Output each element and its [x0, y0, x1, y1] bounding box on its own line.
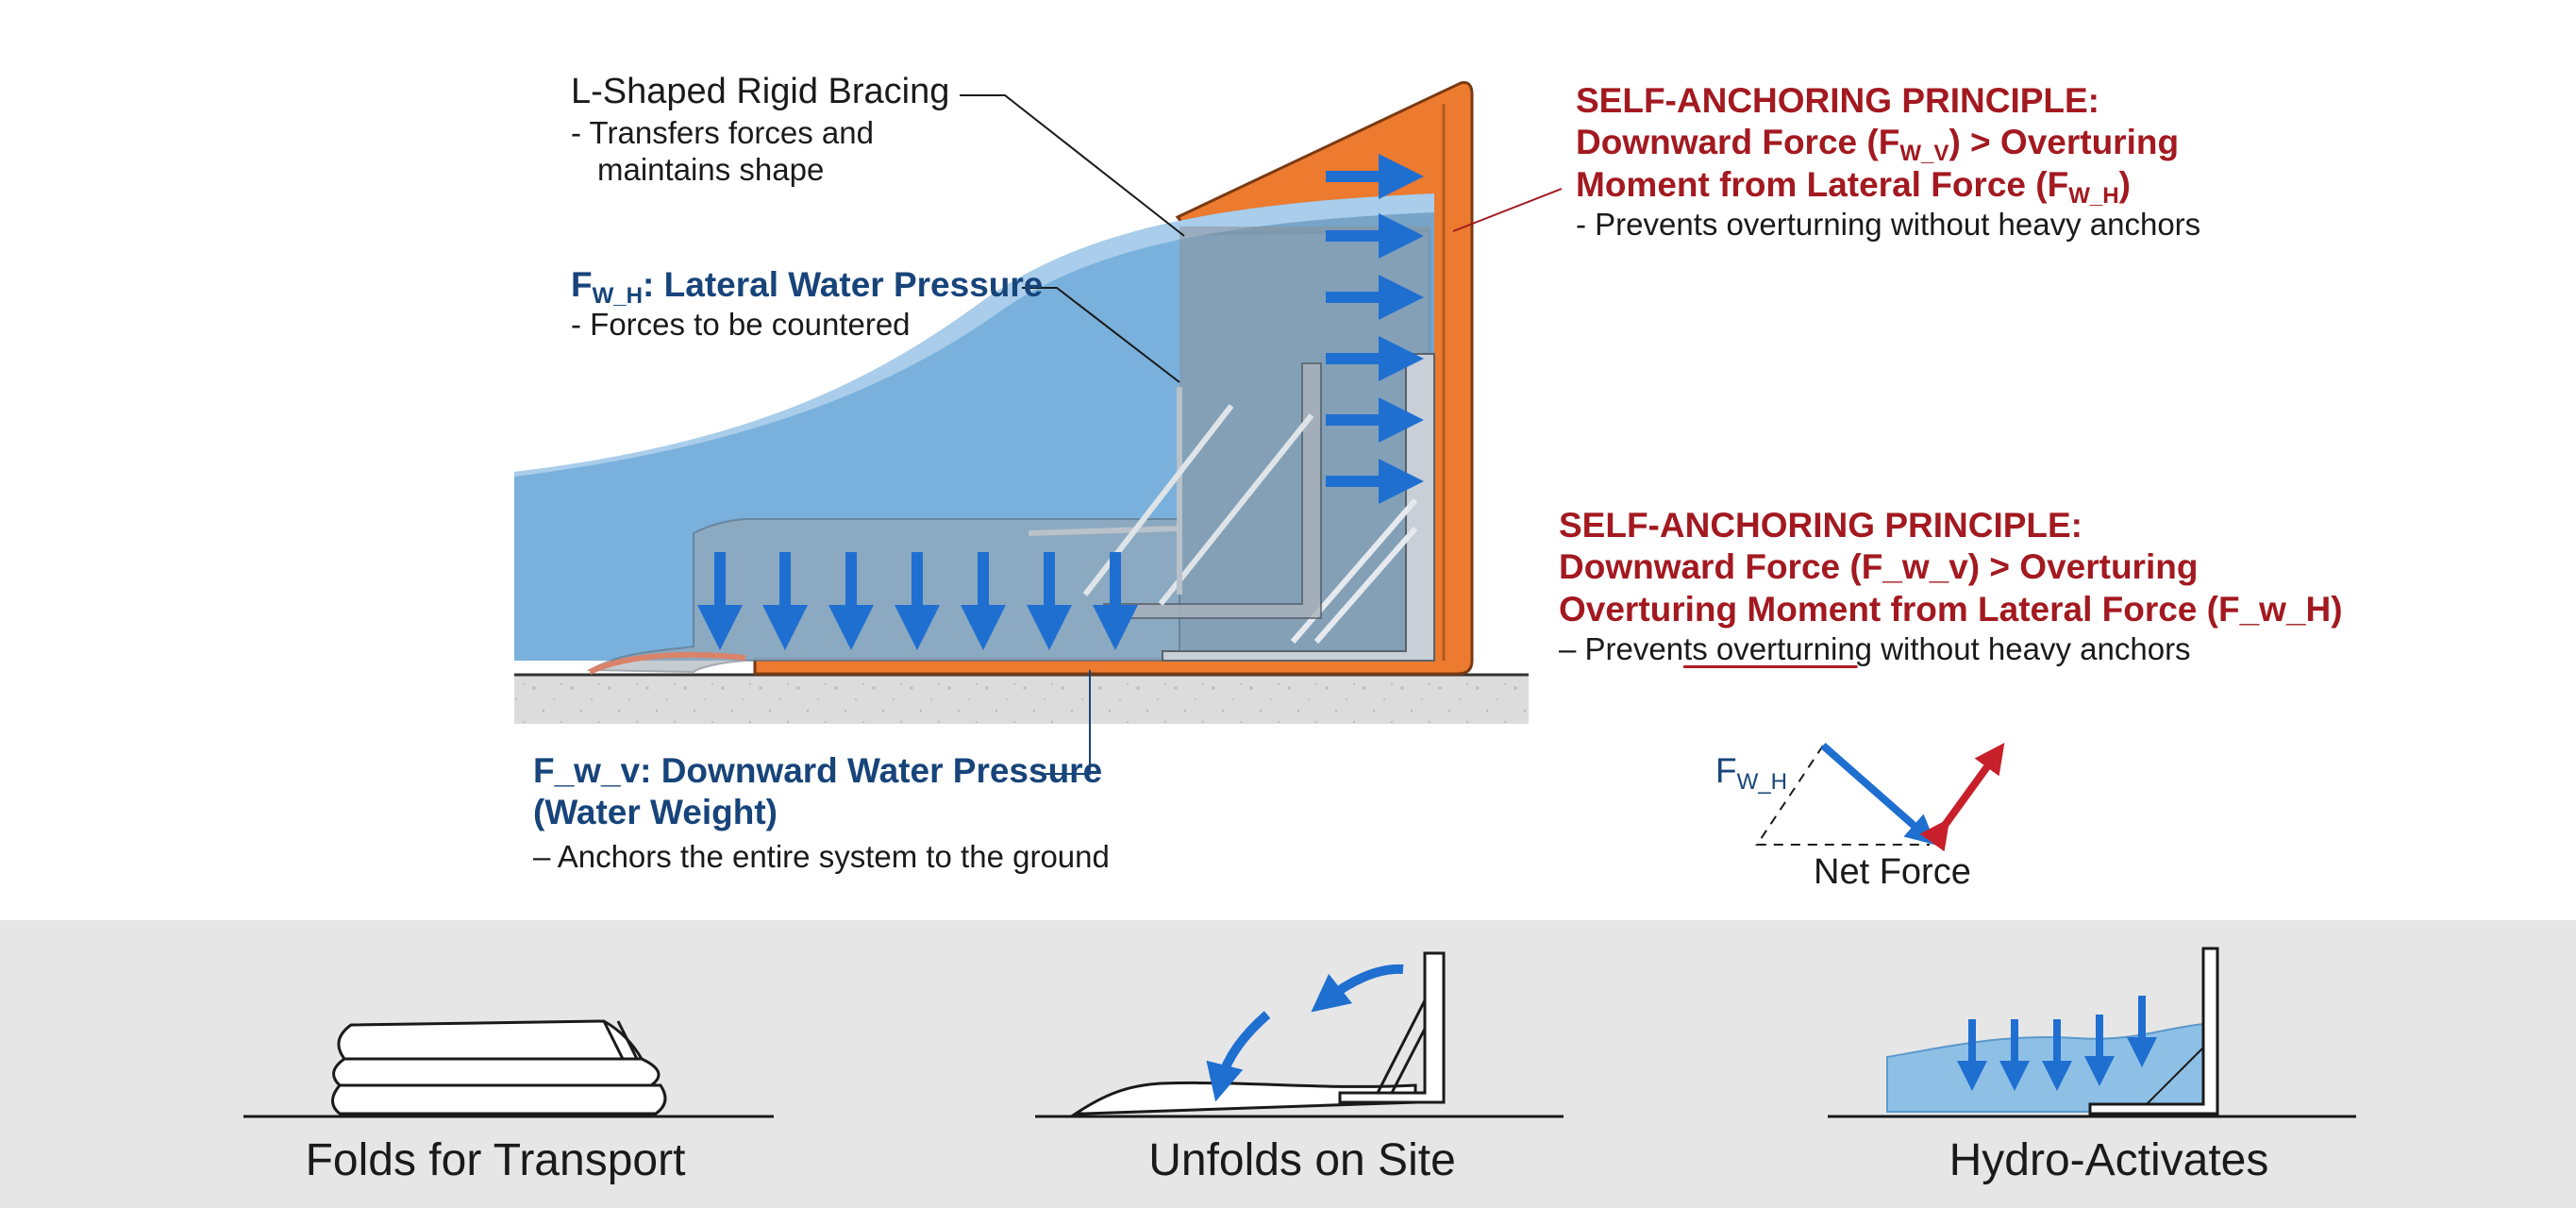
lateral-vector-arrow [1820, 742, 1937, 846]
principle-block-1: SELF-ANCHORING PRINCIPLE: Downward Force… [1576, 80, 2200, 243]
net-force-arrow [1919, 743, 2005, 852]
bracing-leader [960, 94, 1185, 237]
unfold-arrow [1206, 1011, 1271, 1102]
step-caption-folds: Folds for Transport [305, 1135, 686, 1185]
lateral-title: FW_H: Lateral Water Pressure [571, 265, 1044, 310]
vector-diagram [1755, 742, 2005, 852]
principle-1-line-3: Moment from Lateral Force (FW_H) [1576, 164, 2131, 209]
step-hydro-icon [1828, 947, 2356, 1118]
bracing-desc-1: - Transfers forces and [571, 114, 874, 150]
downward-leader [1045, 670, 1091, 775]
principle-2-desc: – Prevents overturning without heavy anc… [1559, 631, 2191, 667]
ground [514, 673, 1529, 724]
vector-fwh-label: FW_H [1715, 751, 1788, 796]
lateral-pressure-arrows [1326, 154, 1424, 504]
bracing-title: L-Shaped Rigid Bracing [571, 72, 950, 111]
downward-desc: – Anchors the entire system to the groun… [533, 838, 1110, 874]
principle-1-heading: SELF-ANCHORING PRINCIPLE: [1576, 81, 2099, 120]
principle-2-line-3: Overturing Moment from Lateral Force (F_… [1559, 589, 2343, 629]
dashed-triangle [1755, 745, 1930, 846]
l-bracing [1028, 353, 1435, 662]
principle-2-heading: SELF-ANCHORING PRINCIPLE: [1559, 506, 2083, 545]
downward-title-1: F_w_v: Downward Water Pressure [533, 751, 1103, 790]
bracing-desc-2: maintains shape [597, 152, 825, 188]
principle-2-line-2: Downward Force (F_w_v) > Overturing [1559, 547, 2199, 587]
lateral-desc: - Forces to be countered [571, 307, 911, 343]
step-caption-hydro: Hydro-Activates [1949, 1135, 2269, 1185]
bracing-label: L-Shaped Rigid Bracing - Transfers force… [571, 71, 949, 189]
net-force-label: Net Force [1814, 852, 1971, 892]
unfold-arrow [1311, 964, 1404, 1013]
principle-1-line-2: Downward Force (FW_V) > Overturing [1576, 123, 2180, 167]
lateral-leader [1022, 287, 1180, 383]
downward-pressure-arrows [697, 552, 1138, 650]
lateral-pressure-label: FW_H: Lateral Water Pressure - Forces to… [571, 264, 1043, 344]
principle-block-2: SELF-ANCHORING PRINCIPLE: Downward Force… [1559, 505, 2343, 668]
step-folded-icon [243, 1019, 774, 1118]
principle-leader [1452, 188, 1563, 232]
downward-title-2: (Water Weight) [533, 793, 778, 832]
downward-pressure-label: F_w_v: Downward Water Pressure (Water We… [533, 750, 1110, 875]
principle-1-desc: - Prevents overturning without heavy anc… [1576, 207, 2201, 243]
step-caption-unfolds: Unfolds on Site [1148, 1135, 1456, 1185]
step-unfold-icon [1035, 951, 1564, 1118]
